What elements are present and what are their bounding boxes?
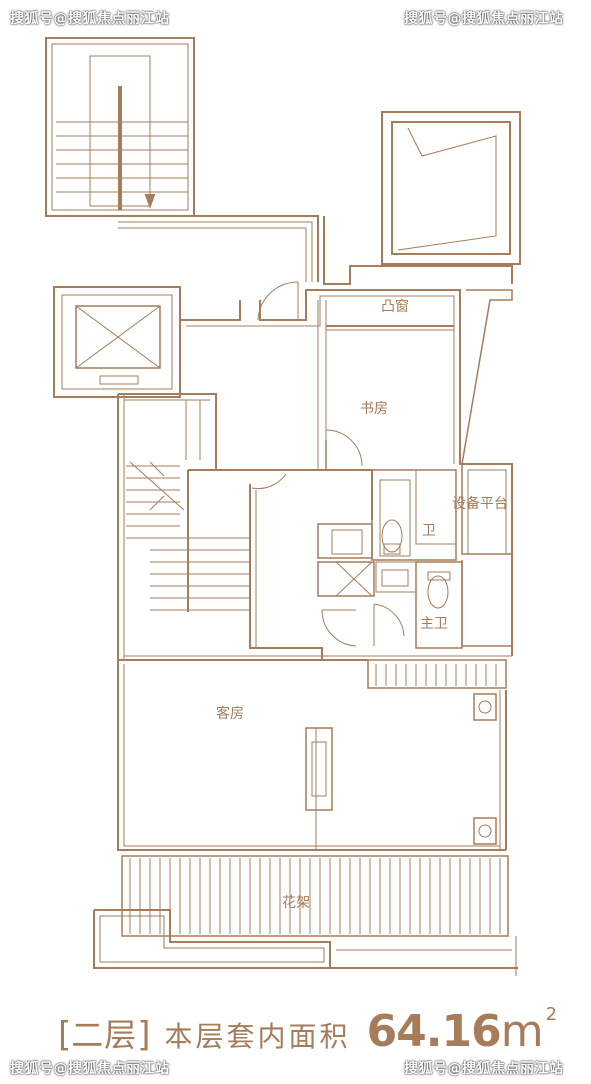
- elevator-box: [53, 286, 181, 398]
- trellis-slats: [121, 855, 509, 937]
- floor-name: 二层: [71, 1016, 138, 1054]
- watermark-top-right: 搜狐号@搜狐焦点丽江站: [404, 11, 564, 27]
- watermark-top-left: 搜狐号@搜狐焦点丽江站: [10, 11, 170, 27]
- room-label-trellis: 花架: [282, 895, 310, 911]
- caption-bracket-open: [: [58, 1015, 72, 1055]
- bathrooms: [317, 463, 513, 649]
- top-stair-shaft: [45, 37, 195, 217]
- watermark-bottom-right: 搜狐号@搜狐焦点丽江站: [404, 1061, 564, 1077]
- room-label-bay-window: 凸窗: [381, 299, 409, 315]
- top-right-shaft: [381, 111, 521, 265]
- room-label-guest-room: 客房: [216, 706, 244, 722]
- room-label-equipment-platform: 设备平台: [452, 496, 508, 512]
- room-label-study: 书房: [360, 401, 388, 417]
- room-label-master-bath: 主卫: [420, 616, 448, 632]
- area-value: 64.16: [366, 1006, 502, 1057]
- watermark-bottom-left: 搜狐号@搜狐焦点丽江站: [10, 1061, 170, 1077]
- area-label: 本层套内面积: [164, 1020, 351, 1053]
- floor-area-caption: [ 二层 ] 本层套内面积 64.16 m 2: [58, 1004, 558, 1057]
- stair-core: [117, 393, 250, 660]
- caption-bracket-close: ]: [137, 1015, 151, 1055]
- room-label-bathroom: 卫: [422, 523, 436, 539]
- area-unit: m: [500, 1006, 544, 1057]
- closet: [367, 659, 507, 689]
- area-exponent: 2: [545, 1004, 558, 1025]
